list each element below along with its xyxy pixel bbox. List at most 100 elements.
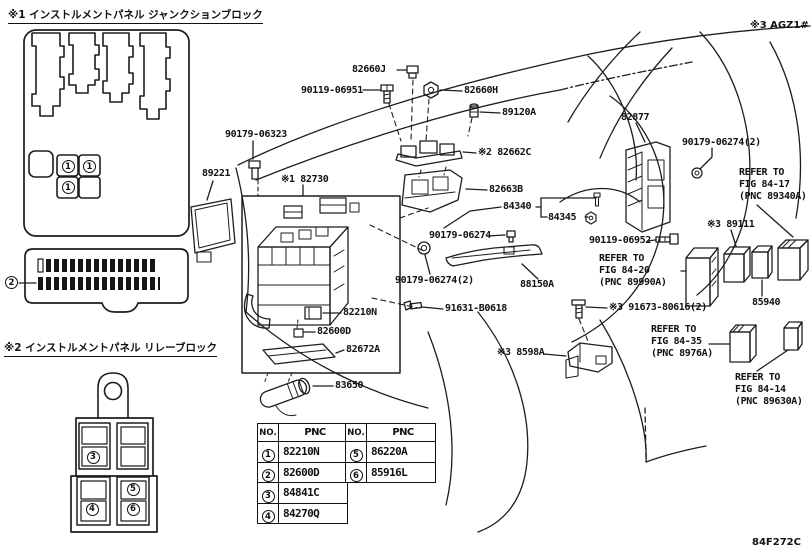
callout-4: 4 <box>85 502 99 516</box>
row-pnc: 84841C <box>278 482 348 504</box>
part-label-82662c: ※2 82662C <box>478 147 531 158</box>
callout-1: 1 <box>83 160 96 173</box>
part-label-82672a: 82672A <box>346 344 380 355</box>
junction-block-detail-box <box>241 195 401 374</box>
relay-block-outline <box>70 372 158 533</box>
refer-line: REFER TO <box>735 372 780 383</box>
bracket-88150a <box>445 244 543 280</box>
relay-connector-outline <box>18 248 189 313</box>
table-row: 5 86220A <box>345 441 436 463</box>
row-number-badge: 6 <box>349 469 363 482</box>
ecu-89221 <box>190 180 236 263</box>
row-number-badge: 2 <box>261 469 275 482</box>
refer-line: REFER TO <box>651 324 696 335</box>
bolt-90179-06323 <box>248 140 261 197</box>
part-label-90119-06952: 90119-06952 <box>589 235 651 246</box>
module-89630a <box>756 321 803 372</box>
module-89990a <box>680 247 719 307</box>
part-label-90179-06274-2-top: 90179-06274(2) <box>682 137 761 148</box>
table-header-pnc: PNC <box>278 423 348 442</box>
module-89340a <box>756 204 809 281</box>
refer-note-fig84-35: REFER TO FIG 84-35 (PNC 8976A) <box>651 324 713 360</box>
table-row: 6 85916L <box>345 461 436 483</box>
part-label-83650: 83650 <box>335 380 364 391</box>
pnc-table-right: NO. PNC 5 86220A 6 85916L <box>345 423 436 483</box>
junction-block-note-title: ※1 インストルメントパネル ジャンクションブロック <box>8 7 263 24</box>
figure-code: 84F272C <box>752 537 801 548</box>
bolt-90119-06952 <box>647 233 679 245</box>
part-label-82660h: 82660H <box>464 85 498 96</box>
variant-note: ※3 AGZ1# <box>750 20 809 31</box>
module-82877 <box>625 122 671 233</box>
module-85940 <box>751 245 773 297</box>
leaders-84340-84345 <box>443 192 601 229</box>
table-row: 2 82600D <box>257 461 348 483</box>
part-label-82663b: 82663B <box>489 184 523 195</box>
module-8976a <box>708 324 757 363</box>
part-label-82730: ※1 82730 <box>281 174 329 185</box>
bracket-8598a <box>543 342 613 379</box>
connector-teeth-row1 <box>46 259 158 272</box>
part-83650-cylinder <box>259 372 334 417</box>
nut-82660j <box>396 65 419 141</box>
bolt-91673-80616 <box>571 299 608 342</box>
refer-line: (PNC 8976A) <box>651 348 713 359</box>
row-number-badge: 4 <box>261 510 275 523</box>
projection-dashes <box>369 207 429 309</box>
grommet-90179-06274-top <box>691 147 713 179</box>
table-header-no: NO. <box>257 423 279 442</box>
row-number-badge: 5 <box>349 448 363 462</box>
callout-6: 6 <box>126 502 140 516</box>
refer-line: (PNC 89990A) <box>599 277 667 288</box>
table-row: 4 84270Q <box>257 502 348 524</box>
part-label-88150a: 88150A <box>520 279 554 290</box>
part-label-82877: 82877 <box>621 112 650 123</box>
clip-89120a <box>467 103 501 137</box>
part-label-89111: ※3 89111 <box>707 219 755 230</box>
row-pnc: 84270Q <box>278 502 348 524</box>
refer-line: (PNC 89630A) <box>735 396 803 407</box>
refer-note-fig84-14: REFER TO FIG 84-14 (PNC 89630A) <box>735 372 803 408</box>
part-label-84345: 84345 <box>548 212 577 223</box>
part-label-90179-06274: 90179-06274 <box>429 230 491 241</box>
refer-line: FIG 84-35 <box>651 336 702 347</box>
part-label-90179-06323: 90179-06323 <box>225 129 287 140</box>
row-pnc: 85916L <box>366 461 436 483</box>
row-number-badge: 3 <box>261 489 275 503</box>
callout-1: 1 <box>61 181 75 194</box>
callout-1: 1 <box>61 160 75 173</box>
grommet-90179-06274-mid <box>486 230 516 243</box>
module-89111 <box>723 229 751 283</box>
callout-2: 2 <box>5 276 18 289</box>
part-label-91631-b0618: 91631-B0618 <box>445 303 507 314</box>
refer-line: (PNC 89340A) <box>739 191 807 202</box>
table-header-no: NO. <box>345 423 367 442</box>
part-label-84340: 84340 <box>503 201 532 212</box>
part-label-89221: 89221 <box>202 168 231 179</box>
row-number-badge: 1 <box>261 448 275 462</box>
part-label-89120a: 89120A <box>502 107 536 118</box>
part-label-90179-06274-2-left: 90179-06274(2) <box>395 275 474 286</box>
relay-block-note-title: ※2 インストルメントパネル リレーブロック <box>4 340 217 357</box>
refer-line: REFER TO <box>599 253 644 264</box>
refer-line: FIG 84-14 <box>735 384 786 395</box>
bolt-90119-06951 <box>362 84 402 142</box>
part-label-85940: 85940 <box>752 297 781 308</box>
connector-teeth-row2 <box>38 277 160 290</box>
row-pnc: 86220A <box>366 441 436 463</box>
row-pnc: 82600D <box>278 461 348 483</box>
refer-note-fig84-20: REFER TO FIG 84-20 (PNC 89990A) <box>599 253 667 289</box>
dashboard-outline <box>235 25 811 533</box>
callout-3: 3 <box>86 450 100 464</box>
assy-82663b <box>401 169 488 213</box>
table-row: 3 84841C <box>257 482 348 504</box>
table-header-pnc: PNC <box>366 423 436 442</box>
bolt-91631-b0618 <box>403 300 444 311</box>
callout-5: 5 <box>126 482 140 496</box>
part-label-90119-06951: 90119-06951 <box>301 85 363 96</box>
ring-90179-06274-left <box>417 241 431 275</box>
junction-block-outline <box>23 29 190 237</box>
refer-line: FIG 84-20 <box>599 265 650 276</box>
